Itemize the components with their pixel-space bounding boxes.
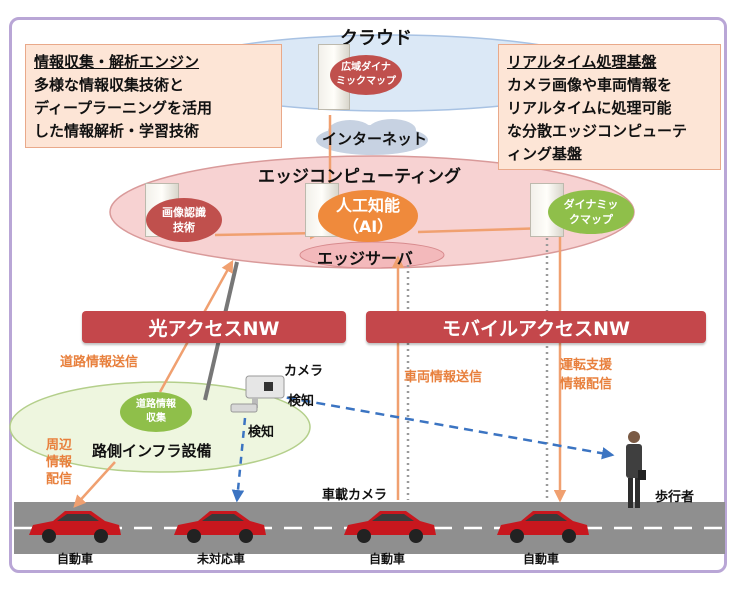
ai-line: 人工知能 (335, 196, 400, 215)
surround-line: 配信 (46, 472, 73, 487)
edge-computing-title: エッジコンピューティング (258, 167, 461, 187)
mobile-access-banner: モバイルアクセスNW (366, 311, 706, 343)
cloud-bubble-line: 広域ダイナ (341, 62, 391, 73)
image-recog-line: 技術 (173, 221, 195, 234)
road-info-send-label: 道路情報送信 (60, 355, 139, 370)
optical-access-banner: 光アクセスNW (82, 311, 346, 343)
car-label: 未対応車 (196, 552, 245, 566)
internet-label: インターネット (322, 130, 428, 148)
drive-support-line: 運転支援 (560, 358, 613, 373)
image-recognition-bubble: 画像認識 技術 (146, 198, 222, 242)
callout-left-line: した情報解析・学習技術 (34, 122, 200, 140)
drive-support-label: 運転支援 情報配信 (560, 356, 612, 394)
callout-right-line: リアルタイムに処理可能 (507, 99, 672, 117)
callout-right-line: カメラ画像や車両情報を (507, 76, 673, 94)
drive-support-line: 情報配信 (560, 377, 613, 392)
car-icon (29, 511, 121, 543)
callout-realtime-platform: リアルタイム処理基盤 カメラ画像や車両情報を リアルタイムに処理可能 な分散エッ… (498, 44, 721, 170)
pedestrian-label: 歩行者 (655, 490, 695, 505)
camera-label: カメラ (284, 364, 324, 379)
callout-right-title: リアルタイム処理基盤 (507, 53, 657, 71)
dyn-map-line: ダイナミッ (563, 198, 619, 211)
roadside-infra-label: 路側インフラ設備 (92, 442, 212, 460)
surround-line: 周辺 (46, 438, 73, 453)
detect-label: 検知 (248, 425, 275, 440)
callout-left-line: 多様な情報収集技術と (34, 76, 185, 94)
camera-icon (230, 375, 285, 413)
onboard-camera-label: 車載カメラ (322, 488, 388, 503)
dyn-map-line: クマップ (569, 213, 613, 226)
car-icon (174, 511, 266, 543)
callout-right-line: ィング基盤 (507, 145, 583, 163)
cloud-title: クラウド (340, 28, 412, 49)
surround-info-label: 周辺 情報 配信 (46, 437, 72, 488)
callout-right-line: な分散エッジコンピューテ (507, 122, 688, 140)
cloud-icon (316, 119, 428, 155)
edge-server-label: エッジサーバ (317, 249, 413, 268)
dynamic-map-bubble: 広域ダイナ ミックマップ (330, 55, 402, 95)
ai-line: （AI） (342, 217, 394, 236)
car-label: 自動車 (522, 552, 559, 566)
edge-server-ellipse (299, 241, 445, 269)
callout-left-title: 情報収集・解析エンジン (34, 53, 200, 71)
surround-line: 情報 (46, 455, 73, 470)
car-label: 自動車 (56, 552, 93, 566)
callout-left-line: ディープラーニングを活用 (34, 99, 213, 117)
car-label: 自動車 (368, 552, 405, 566)
image-recog-line: 画像認識 (162, 206, 206, 219)
cloud-bubble-line: ミックマップ (336, 76, 396, 87)
road-info-collect-bubble: 道路情報 収集 (120, 392, 192, 432)
vehicle-info-send-label: 車両情報送信 (404, 370, 483, 385)
ai-bubble: 人工知能 （AI） (318, 190, 418, 242)
dynamic-map-edge-bubble: ダイナミッ クマップ (548, 190, 634, 234)
detect-label: 検知 (288, 394, 315, 409)
car-icon (344, 511, 436, 543)
pedestrian-icon (626, 431, 646, 508)
callout-analysis-engine: 情報収集・解析エンジン 多様な情報収集技術と ディープラーニングを活用 した情報… (25, 44, 282, 148)
car-icon (497, 511, 589, 543)
road-collect-line: 収集 (146, 413, 166, 424)
road-collect-line: 道路情報 (136, 399, 176, 410)
